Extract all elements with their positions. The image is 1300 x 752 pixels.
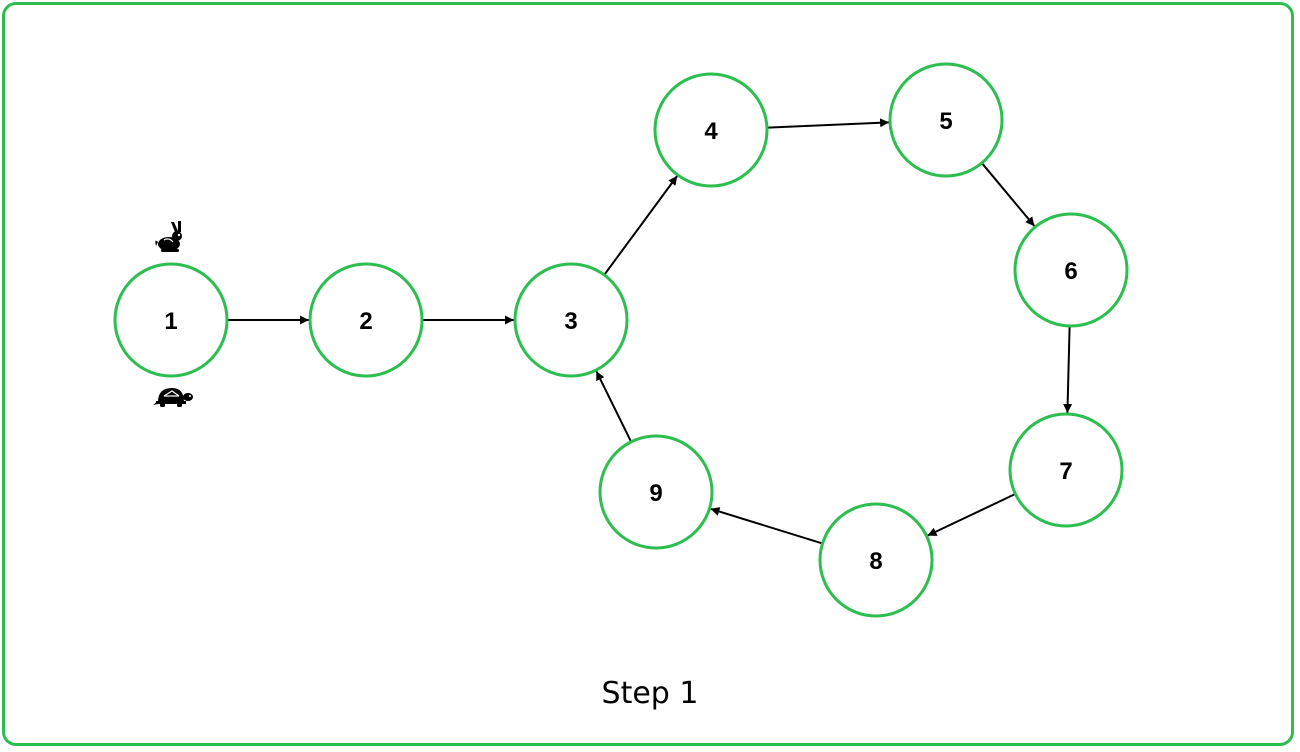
edge-6-to-7: [1063, 326, 1073, 414]
node-label-5: 5: [939, 108, 952, 135]
node-label-7: 7: [1059, 458, 1072, 485]
node-4: 4: [653, 72, 769, 188]
edges: [228, 118, 1073, 545]
node-6: 6: [1013, 212, 1129, 328]
node-9: 9: [598, 434, 714, 550]
node-2: 2: [308, 262, 424, 378]
edge-4-to-5: [767, 118, 890, 129]
edge-3-to-4: [603, 175, 679, 275]
node-label-6: 6: [1064, 258, 1077, 285]
node-7: 7: [1008, 412, 1124, 528]
edge-5-to-6: [981, 163, 1036, 227]
node-label-3: 3: [564, 308, 577, 335]
node-label-1: 1: [164, 308, 177, 335]
node-label-4: 4: [704, 118, 718, 145]
step-caption: Step 1: [601, 676, 699, 711]
node-circle-9: [598, 434, 714, 550]
node-5: 5: [888, 62, 1004, 178]
node-label-9: 9: [649, 480, 662, 507]
nodes: 1 2 3 4 5 6 7 8 9: [113, 62, 1129, 618]
edge-9-to-3: [595, 370, 632, 442]
node-circle-6: [1013, 212, 1129, 328]
node-3: 3: [513, 262, 629, 378]
turtle-icon: [153, 388, 193, 407]
edge-8-to-9: [710, 507, 822, 545]
node-1: 1: [113, 262, 229, 378]
node-circle-4: [653, 72, 769, 188]
node-circle-2: [308, 262, 424, 378]
node-label-8: 8: [869, 548, 882, 575]
node-circle-5: [888, 62, 1004, 178]
edge-7-to-8: [927, 493, 1015, 537]
node-label-2: 2: [359, 308, 372, 335]
node-circle-8: [818, 502, 934, 618]
rabbit-icon: [155, 221, 182, 252]
node-circle-1: [113, 262, 229, 378]
node-circle-7: [1008, 412, 1124, 528]
node-8: 8: [818, 502, 934, 618]
node-circle-3: [513, 262, 629, 378]
